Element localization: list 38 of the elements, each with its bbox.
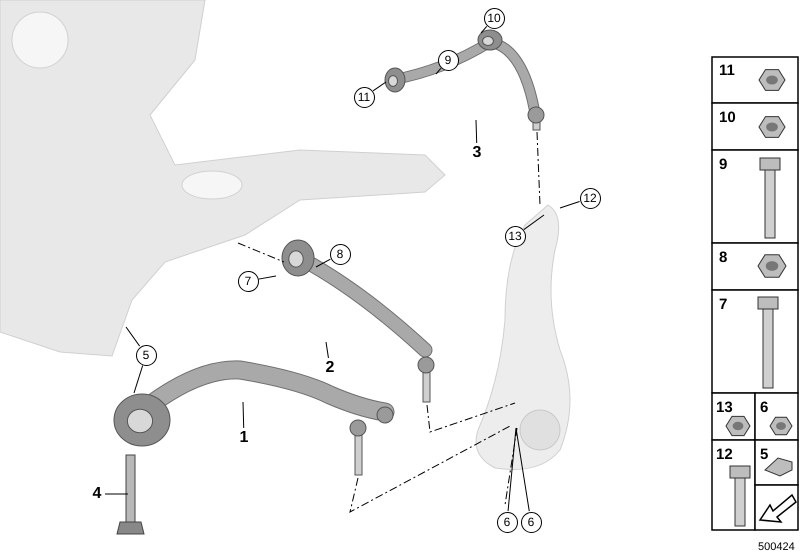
part-number: 12	[716, 446, 733, 463]
callout-number: 5	[136, 344, 156, 366]
part-number: 5	[760, 446, 768, 463]
part-number: 13	[716, 399, 733, 416]
callout-number: 2	[322, 358, 338, 378]
leader-line	[126, 326, 140, 347]
leader-line	[476, 120, 478, 144]
callout-number: 9	[438, 50, 458, 70]
callout-number: 8	[330, 244, 350, 264]
callout-number: 1	[236, 428, 252, 448]
leader-line	[242, 402, 244, 428]
callout-number: 6	[496, 512, 518, 532]
leader-line	[372, 82, 386, 92]
leader-line	[134, 365, 144, 394]
leader-line	[480, 26, 488, 34]
leader-line	[560, 200, 580, 208]
callout-number: 3	[469, 143, 485, 163]
leader-line	[316, 258, 331, 268]
callout-number: 12	[580, 188, 600, 208]
part-number: 10	[719, 109, 736, 126]
leader-line	[436, 68, 442, 74]
leader-line	[326, 342, 329, 358]
part-number: 6	[760, 399, 768, 416]
callout-number: 6	[520, 512, 542, 532]
leader-line	[508, 428, 516, 512]
part-number: 8	[719, 249, 728, 266]
callout-number: 11	[354, 86, 374, 108]
part-number: 11	[719, 62, 735, 79]
callout-number: 13	[504, 226, 526, 246]
part-number: 9	[719, 156, 728, 173]
callout-number: 4	[89, 484, 105, 504]
leader-line	[523, 214, 544, 230]
callout-number: 7	[238, 270, 258, 292]
callout-number: 10	[484, 8, 504, 28]
leader-line	[258, 276, 276, 280]
part-number: 7	[719, 296, 728, 313]
drawing-number: 500424	[758, 541, 795, 553]
leader-line	[516, 428, 530, 512]
